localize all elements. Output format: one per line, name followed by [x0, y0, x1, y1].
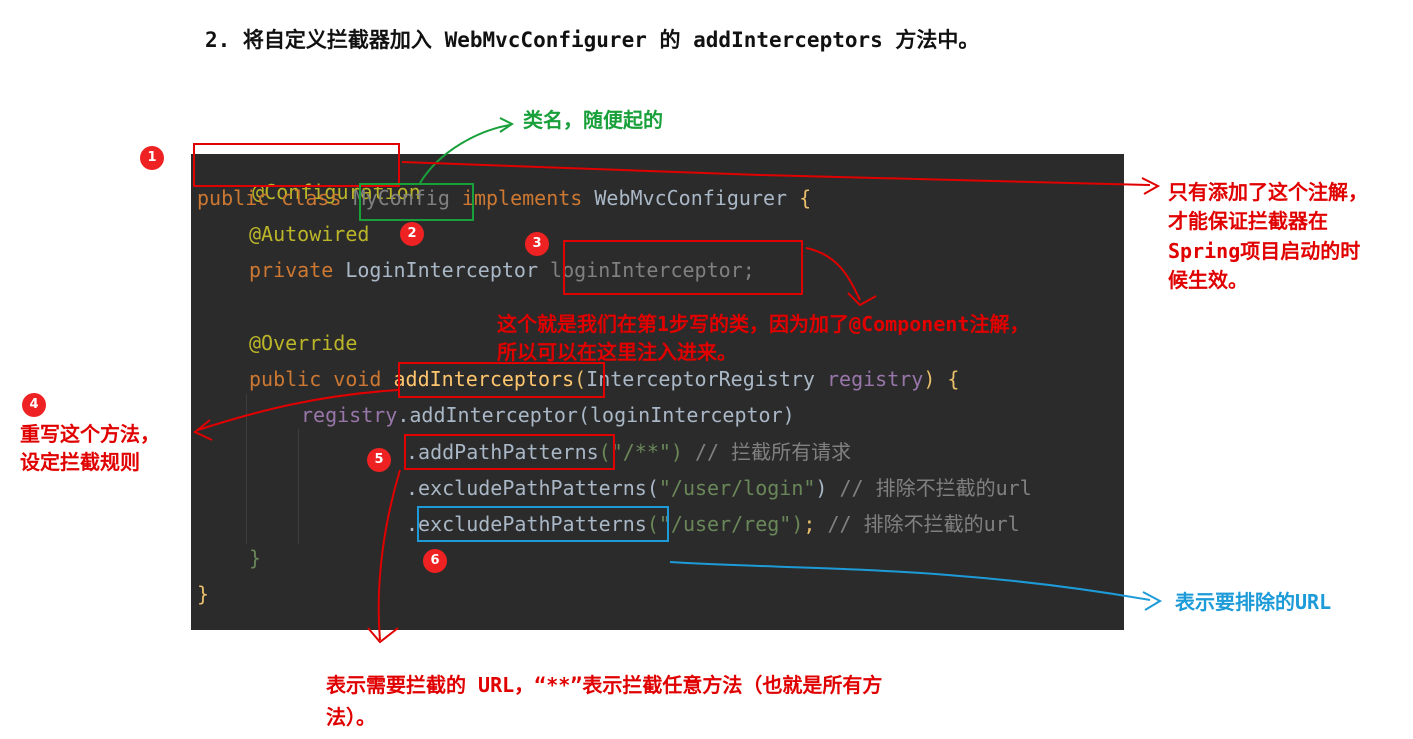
field-name: loginInterceptor;: [550, 258, 755, 282]
field-arrowhead: [847, 292, 877, 307]
classname-arrow: [419, 124, 511, 184]
keyword: public void: [249, 367, 394, 391]
string-literal: ("/**"): [598, 440, 683, 464]
note-class-name: 类名，随便起的: [523, 108, 663, 132]
method-arrowhead: [193, 419, 213, 441]
note-pattern-2: 法）。: [326, 705, 376, 729]
code-comment: // 排除不拦截的url: [827, 476, 1032, 500]
registry-var: registry: [301, 403, 398, 427]
override-annotation: @Override: [249, 331, 358, 355]
note-override-1: 重写这个方法，: [20, 422, 160, 446]
interface-name: WebMvcConfigurer: [594, 186, 800, 210]
note-component-2: 所以可以在这里注入进来。: [497, 340, 737, 364]
note-configuration-2: 才能保证拦截器在: [1168, 209, 1328, 233]
code-line-7: public void addInterceptors(InterceptorR…: [249, 367, 959, 391]
method-call: .addPathPatterns: [406, 440, 599, 464]
step-badge-1: 1: [140, 146, 164, 170]
code-line-3: @Autowired: [249, 222, 369, 246]
classname-highlight-box: [359, 183, 474, 221]
autowired-annotation: @Autowired: [249, 222, 370, 246]
paren: ) {: [923, 367, 960, 391]
field-highlight-box: [563, 240, 803, 295]
exclude-arrowhead: [1142, 591, 1163, 611]
paren: ): [815, 476, 828, 500]
note-configuration-1: 只有添加了这个注解，: [1168, 180, 1368, 204]
note-configuration-4: 候生效。: [1168, 268, 1248, 292]
step-badge-6: 6: [423, 549, 447, 573]
configuration-arrowhead: [1141, 177, 1161, 195]
note-configuration-3: Spring项目启动的时: [1168, 239, 1361, 263]
keyword: public class: [197, 186, 354, 210]
code-line-11: .excludePathPatterns("/user/reg"); // 排除…: [406, 512, 1020, 536]
step-badge-3: 3: [525, 232, 549, 256]
param-name: registry: [827, 367, 924, 391]
type-name: InterceptorRegistry: [586, 367, 827, 391]
brace: }: [197, 582, 210, 606]
code-line-4: private LoginInterceptor loginIntercepto…: [249, 258, 755, 282]
code-line-6: @Override: [249, 331, 357, 355]
step-badge-4: 4: [22, 393, 46, 417]
indent-guide: [246, 394, 247, 544]
pathpattern-arrowhead: [367, 627, 399, 644]
method-call: .addInterceptor(loginInterceptor): [397, 403, 795, 427]
method-name: addInterceptors: [393, 367, 575, 391]
class-name: MyConfig: [353, 186, 450, 210]
code-comment: // 拦截所有请求: [682, 440, 852, 464]
code-line-8: registry.addInterceptor(loginInterceptor…: [301, 403, 795, 427]
string-literal: ("/user/reg"): [646, 512, 804, 536]
section-heading: 2. 将自定义拦截器加入 WebMvcConfigurer 的 addInter…: [205, 28, 980, 52]
classname-arrowhead: [499, 117, 514, 133]
configuration-highlight-box: [193, 143, 400, 187]
code-line-13: }: [197, 582, 209, 606]
pathpattern-arrow: [377, 469, 401, 641]
note-override-2: 设定拦截规则: [20, 450, 140, 474]
method-highlight-box: [398, 362, 605, 398]
configuration-arrow: [401, 161, 1151, 186]
type-name: LoginInterceptor: [345, 258, 551, 282]
keyword: private: [249, 258, 346, 282]
brace: }: [249, 546, 262, 570]
code-comment: // 排除不拦截的url: [815, 512, 1020, 536]
exclude-arrow: [669, 561, 1151, 601]
note-component-1: 这个就是我们在第1步写的类，因为加了@Component注解，: [497, 312, 1030, 336]
code-line-10: .excludePathPatterns("/user/login") // 排…: [406, 476, 1032, 500]
code-line-12: }: [249, 546, 261, 570]
note-exclude: 表示要排除的URL: [1175, 590, 1332, 614]
method-call: .excludePathPatterns: [406, 512, 647, 536]
field-arrow: [805, 247, 861, 301]
string-literal: "/user/login": [658, 476, 816, 500]
keyword: implements: [449, 186, 595, 210]
note-pattern-1: 表示需要拦截的 URL，“**”表示拦截任意方法（也就是所有方: [326, 673, 883, 697]
paren: (: [574, 367, 587, 391]
indent-guide: [298, 429, 299, 544]
brace: {: [799, 186, 812, 210]
code-editor: @Configuration public class MyConfig imp…: [191, 154, 1124, 630]
code-line-9: .addPathPatterns("/**") // 拦截所有请求: [406, 440, 851, 464]
pathpattern-highlight-box: [404, 434, 615, 470]
step-badge-2: 2: [400, 222, 424, 246]
semicolon: ;: [803, 512, 816, 536]
step-badge-5: 5: [367, 448, 391, 472]
exclude-highlight-box: [417, 506, 669, 542]
method-call: .excludePathPatterns(: [406, 476, 659, 500]
code-line-2: public class MyConfig implements WebMvcC…: [197, 186, 811, 210]
method-arrow: [197, 389, 399, 431]
